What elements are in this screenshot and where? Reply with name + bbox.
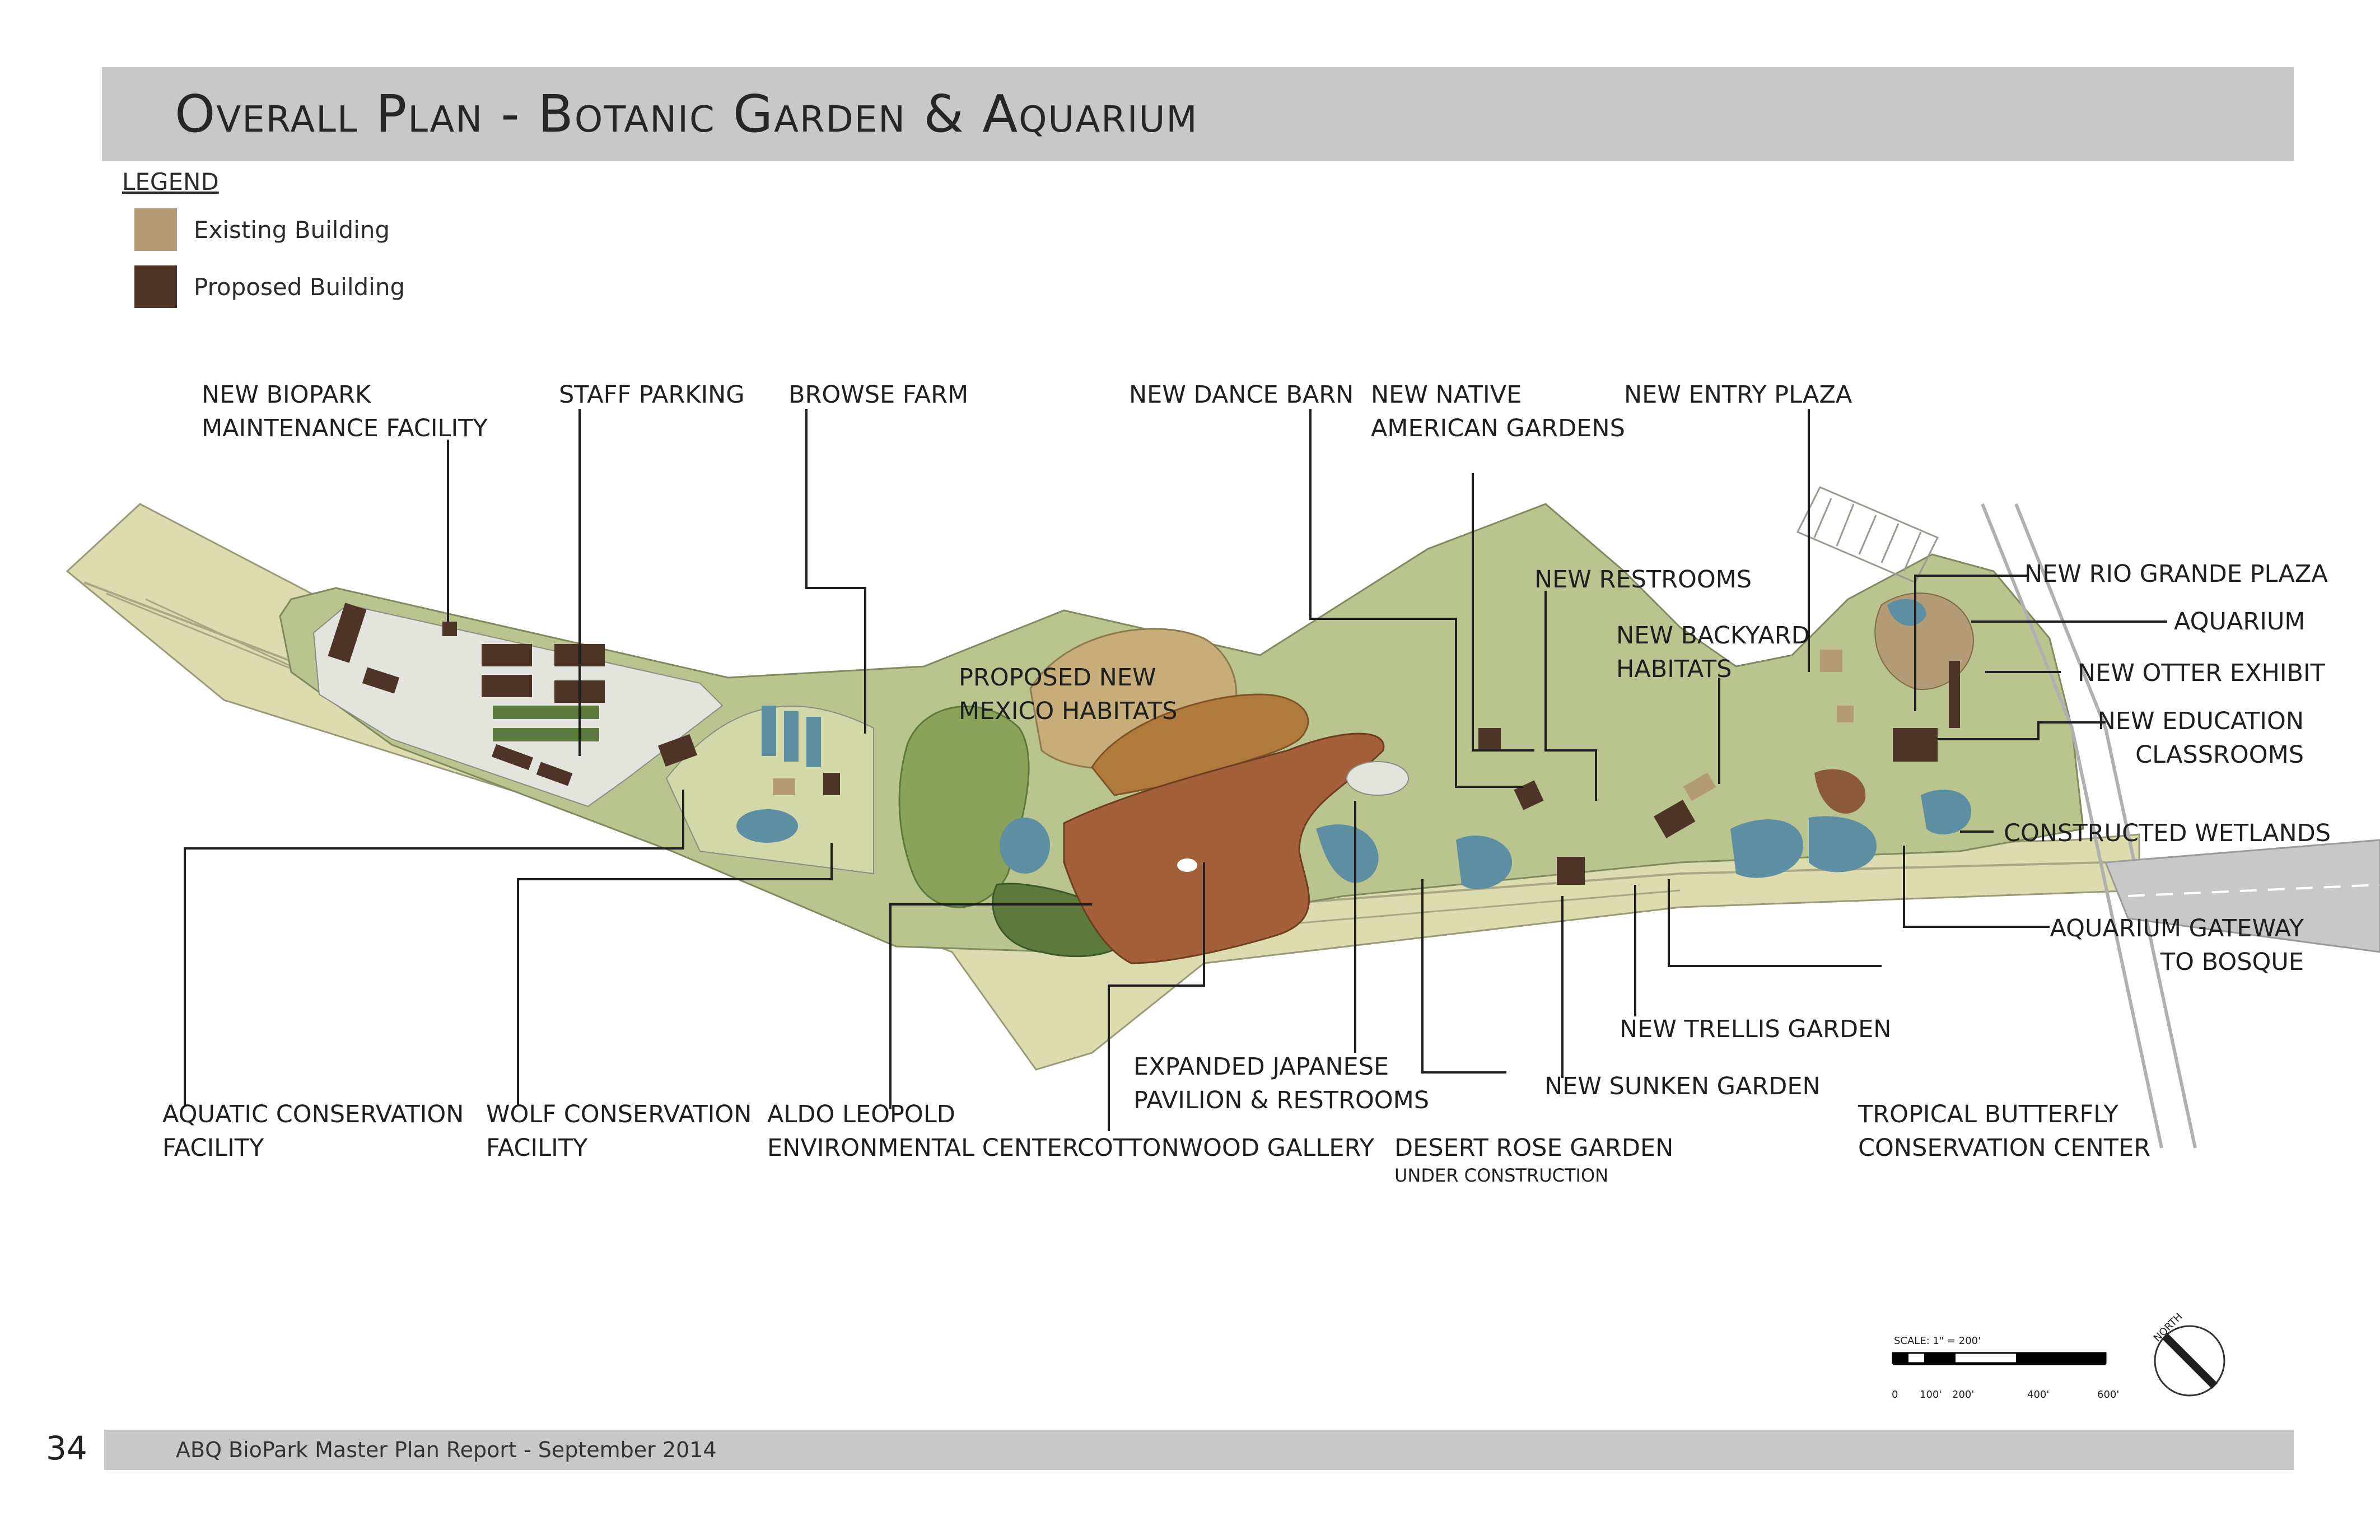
legend-heading: LEGEND xyxy=(122,168,219,195)
label-new-trellis-garden: NEW TRELLIS GARDEN xyxy=(1620,1015,1892,1043)
label-aquarium: AQUARIUM xyxy=(2174,608,2306,636)
japanese-garden xyxy=(1316,761,1512,889)
label-new-dance-barn: NEW DANCE BARN xyxy=(1129,381,1354,409)
label-tropical-butterfly: TROPICAL BUTTERFLY CONSERVATION CENTER xyxy=(1858,1100,2151,1162)
title-bar: Overall Plan - Botanic Garden & Aquarium xyxy=(102,67,2294,161)
scale-tick-0: 0 xyxy=(1892,1389,1898,1401)
legend-swatch-proposed xyxy=(134,265,177,308)
legend-swatch-existing xyxy=(134,208,177,251)
label-desert-rose-note: UNDER CONSTRUCTION xyxy=(1394,1165,1609,1186)
label-aquarium-gateway: AQUARIUM GATEWAY TO BOSQUE xyxy=(2050,914,2304,976)
label-proposed-new-mexico-habitats: PROPOSED NEW MEXICO HABITATS xyxy=(959,664,1178,725)
label-expanded-japanese: EXPANDED JAPANESE PAVILION & RESTROOMS xyxy=(1133,1053,1430,1114)
legend-label-existing: Existing Building xyxy=(194,216,390,244)
scale-tick-200: 200' xyxy=(1952,1389,1975,1401)
legend-label-proposed: Proposed Building xyxy=(194,273,405,301)
label-new-biopark-maintenance: NEW BIOPARK MAINTENANCE FACILITY xyxy=(202,381,488,442)
label-browse-farm: BROWSE FARM xyxy=(788,381,969,409)
label-new-sunken-garden: NEW SUNKEN GARDEN xyxy=(1544,1072,1821,1100)
label-constructed-wetlands: CONSTRUCTED WETLANDS xyxy=(2004,819,2331,847)
scale-bar xyxy=(1892,1352,2107,1365)
east-road xyxy=(1981,503,2163,1149)
scale-tick-600: 600' xyxy=(2097,1389,2120,1401)
label-aquatic-conservation: AQUATIC CONSERVATION FACILITY xyxy=(162,1100,464,1162)
botanic-garden-main xyxy=(1063,732,1385,964)
page-title: Overall Plan - Botanic Garden & Aquarium xyxy=(175,84,1198,144)
browse-farm xyxy=(736,706,840,843)
label-new-restrooms: NEW RESTROOMS xyxy=(1534,566,1752,594)
maintenance-buildings xyxy=(328,603,698,786)
label-wolf-conservation: WOLF CONSERVATION FACILITY xyxy=(486,1100,752,1162)
north-arrow xyxy=(2154,1325,2225,1397)
label-new-education-classrooms: NEW EDUCATION CLASSROOMS xyxy=(2097,707,2304,769)
scale-tick-400: 400' xyxy=(2027,1389,2050,1401)
scale-text: SCALE: 1" = 200' xyxy=(1894,1335,1981,1347)
footer-bar: ABQ BioPark Master Plan Report - Septemb… xyxy=(104,1430,2294,1470)
label-new-backyard-habitats: NEW BACKYARD HABITATS xyxy=(1616,622,1810,683)
footer-text: ABQ BioPark Master Plan Report - Septemb… xyxy=(176,1438,717,1462)
new-mexico-habitats xyxy=(898,705,1030,908)
label-aldo-leopold: ALDO LEOPOLD ENVIRONMENTAL CENTER xyxy=(767,1100,1079,1162)
legend-item-existing: Existing Building xyxy=(134,208,390,251)
page-number: 34 xyxy=(46,1429,87,1467)
label-cottonwood-gallery: COTTONWOOD GALLERY xyxy=(1077,1134,1374,1162)
aquarium-complex xyxy=(1820,592,1974,834)
label-new-native-american-gardens: NEW NATIVE AMERICAN GARDENS xyxy=(1371,381,1625,442)
label-desert-rose-garden: DESERT ROSE GARDEN xyxy=(1394,1134,1674,1162)
leader-lines xyxy=(184,409,2167,1131)
label-new-otter-exhibit: NEW OTTER EXHIBIT xyxy=(2078,659,2325,687)
label-new-entry-plaza: NEW ENTRY PLAZA xyxy=(1624,381,1852,409)
legend-item-proposed: Proposed Building xyxy=(134,265,405,308)
scale-tick-100: 100' xyxy=(1920,1389,1942,1401)
label-staff-parking: STAFF PARKING xyxy=(559,381,745,409)
label-new-rio-grande-plaza: NEW RIO GRANDE PLAZA xyxy=(2024,560,2328,588)
